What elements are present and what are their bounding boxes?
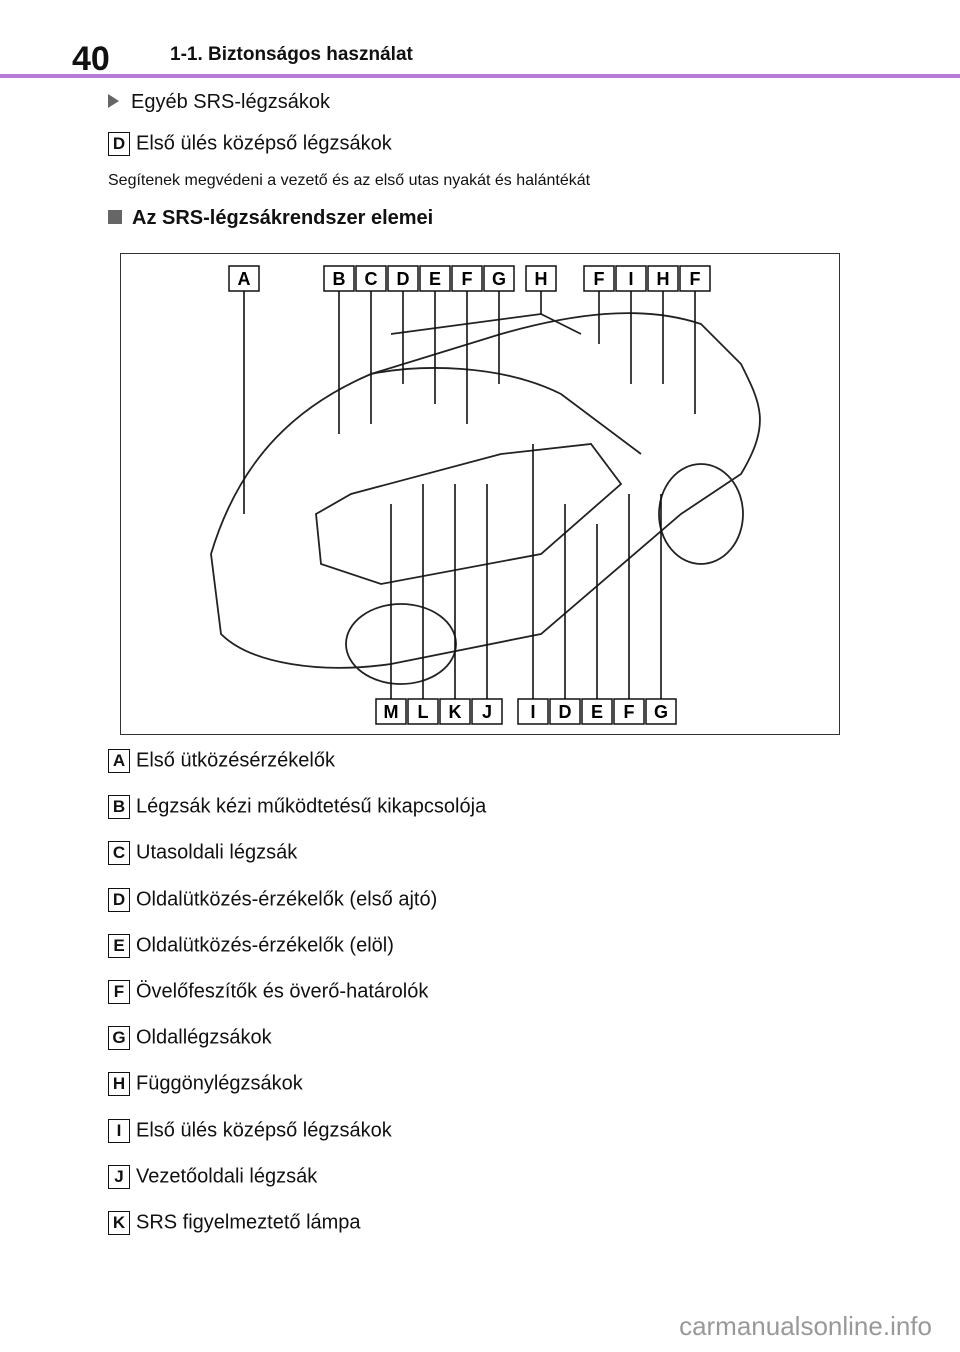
callout-label: L xyxy=(418,702,429,722)
legend-label-box: F xyxy=(108,980,130,1004)
bullet-text: Egyéb SRS-légzsákok xyxy=(131,91,330,113)
callout-label: M xyxy=(384,702,399,722)
legend-text: Oldalütközés-érzékelők (első ajtó) xyxy=(136,887,438,910)
callout-E: E xyxy=(581,698,613,725)
legend-text: Légzsák kézi működtetésű kikapcsolója xyxy=(136,795,487,818)
callout-A: A xyxy=(228,265,260,292)
legend-item: F Övelőfeszítők és överő-határolók xyxy=(108,980,428,1004)
legend-label-box: I xyxy=(108,1118,130,1143)
callout-F: F xyxy=(451,265,483,292)
chapter-title: 1-1. Biztonságos használat xyxy=(170,44,413,65)
callout-J: J xyxy=(471,698,503,725)
callout-label: I xyxy=(530,702,535,722)
callout-label: K xyxy=(449,702,462,722)
callout-B: B xyxy=(323,265,355,292)
header-divider xyxy=(0,74,960,78)
callout-label: H xyxy=(535,269,548,289)
callout-M: M xyxy=(375,698,407,725)
legend-label-box: H xyxy=(108,1072,130,1097)
callout-G: G xyxy=(483,265,515,292)
callout-H: H xyxy=(647,265,679,292)
callout-label: C xyxy=(365,269,378,289)
legend-item: H Függönylégzsákok xyxy=(108,1072,303,1097)
callout-label: D xyxy=(397,269,410,289)
callout-D: D xyxy=(387,265,419,292)
legend-text: Első ülés középső légzsákok xyxy=(136,1118,392,1141)
page-number: 40 xyxy=(72,40,110,78)
legend-text: Utasoldali légzsák xyxy=(136,841,298,864)
legend-item: B Légzsák kézi működtetésű kikapcsolója xyxy=(108,795,487,820)
item-text: Első ülés középső légzsákok xyxy=(136,132,392,155)
legend-item: A Első ütközésérzékelők xyxy=(108,749,335,773)
legend-label-box: B xyxy=(108,795,130,820)
callout-F: F xyxy=(679,265,711,292)
callout-label: F xyxy=(624,702,635,722)
legend-item: D Oldalütközés-érzékelők (első ajtó) xyxy=(108,887,438,912)
callout-L: L xyxy=(407,698,439,725)
legend-item: K SRS figyelmeztető lámpa xyxy=(108,1211,361,1235)
callout-G: G xyxy=(645,698,677,725)
legend-item: J Vezetőoldali légzsák xyxy=(108,1164,318,1189)
callout-E: E xyxy=(419,265,451,292)
legend-item: I Első ülés középső légzsákok xyxy=(108,1118,392,1143)
bullet-item: Egyéb SRS-légzsákok xyxy=(108,91,330,114)
legend-item: G Oldallégzsákok xyxy=(108,1026,272,1051)
item-label-box: D xyxy=(108,132,130,156)
triangle-bullet-icon xyxy=(108,94,119,108)
legend-label-box: G xyxy=(108,1026,130,1051)
callout-I: I xyxy=(615,265,647,292)
callout-label: F xyxy=(462,269,473,289)
legend-label-box: J xyxy=(108,1164,130,1189)
callout-label: D xyxy=(559,702,572,722)
callout-label: G xyxy=(492,269,506,289)
legend-text: Vezetőoldali légzsák xyxy=(136,1165,318,1188)
callout-K: K xyxy=(439,698,471,725)
callout-F: F xyxy=(583,265,615,292)
legend-text: Függönylégzsákok xyxy=(136,1072,303,1095)
section-heading: Az SRS-légzsákrendszer elemei xyxy=(108,207,433,230)
watermark: carmanualsonline.info xyxy=(679,1311,932,1341)
callout-label: F xyxy=(594,269,605,289)
legend-text: Oldallégzsákok xyxy=(136,1026,272,1049)
legend-label-box: C xyxy=(108,841,130,866)
legend-label-box: K xyxy=(108,1211,130,1235)
callout-label: F xyxy=(690,269,701,289)
callout-I: I xyxy=(517,698,549,725)
callout-label: E xyxy=(591,702,603,722)
callout-label: A xyxy=(238,269,251,289)
legend-text: Övelőfeszítők és överő-határolók xyxy=(136,980,429,1003)
section-title: Az SRS-légzsákrendszer elemei xyxy=(132,207,434,229)
legend-label-box: E xyxy=(108,933,130,958)
legend-item: E Oldalütközés-érzékelők (elöl) xyxy=(108,933,394,958)
callout-label: B xyxy=(333,269,346,289)
legend-text: SRS figyelmeztető lámpa xyxy=(136,1211,361,1234)
callout-C: C xyxy=(355,265,387,292)
callout-H: H xyxy=(525,265,557,292)
legend-text: Első ütközésérzékelők xyxy=(136,749,335,772)
callout-label: E xyxy=(429,269,441,289)
callout-label: J xyxy=(482,702,492,722)
square-bullet-icon xyxy=(108,210,122,224)
legend-text: Oldalütközés-érzékelők (elöl) xyxy=(136,934,394,957)
note-text: Segítenek megvédeni a vezető és az első … xyxy=(108,172,591,189)
callout-label: I xyxy=(628,269,633,289)
intro-item: D Első ülés középső légzsákok xyxy=(108,132,392,156)
callout-D: D xyxy=(549,698,581,725)
callout-label: G xyxy=(654,702,668,722)
legend-item: C Utasoldali légzsák xyxy=(108,841,298,866)
callout-F: F xyxy=(613,698,645,725)
callout-label: H xyxy=(657,269,670,289)
legend-label-box: D xyxy=(108,887,130,912)
legend-label-box: A xyxy=(108,749,130,773)
